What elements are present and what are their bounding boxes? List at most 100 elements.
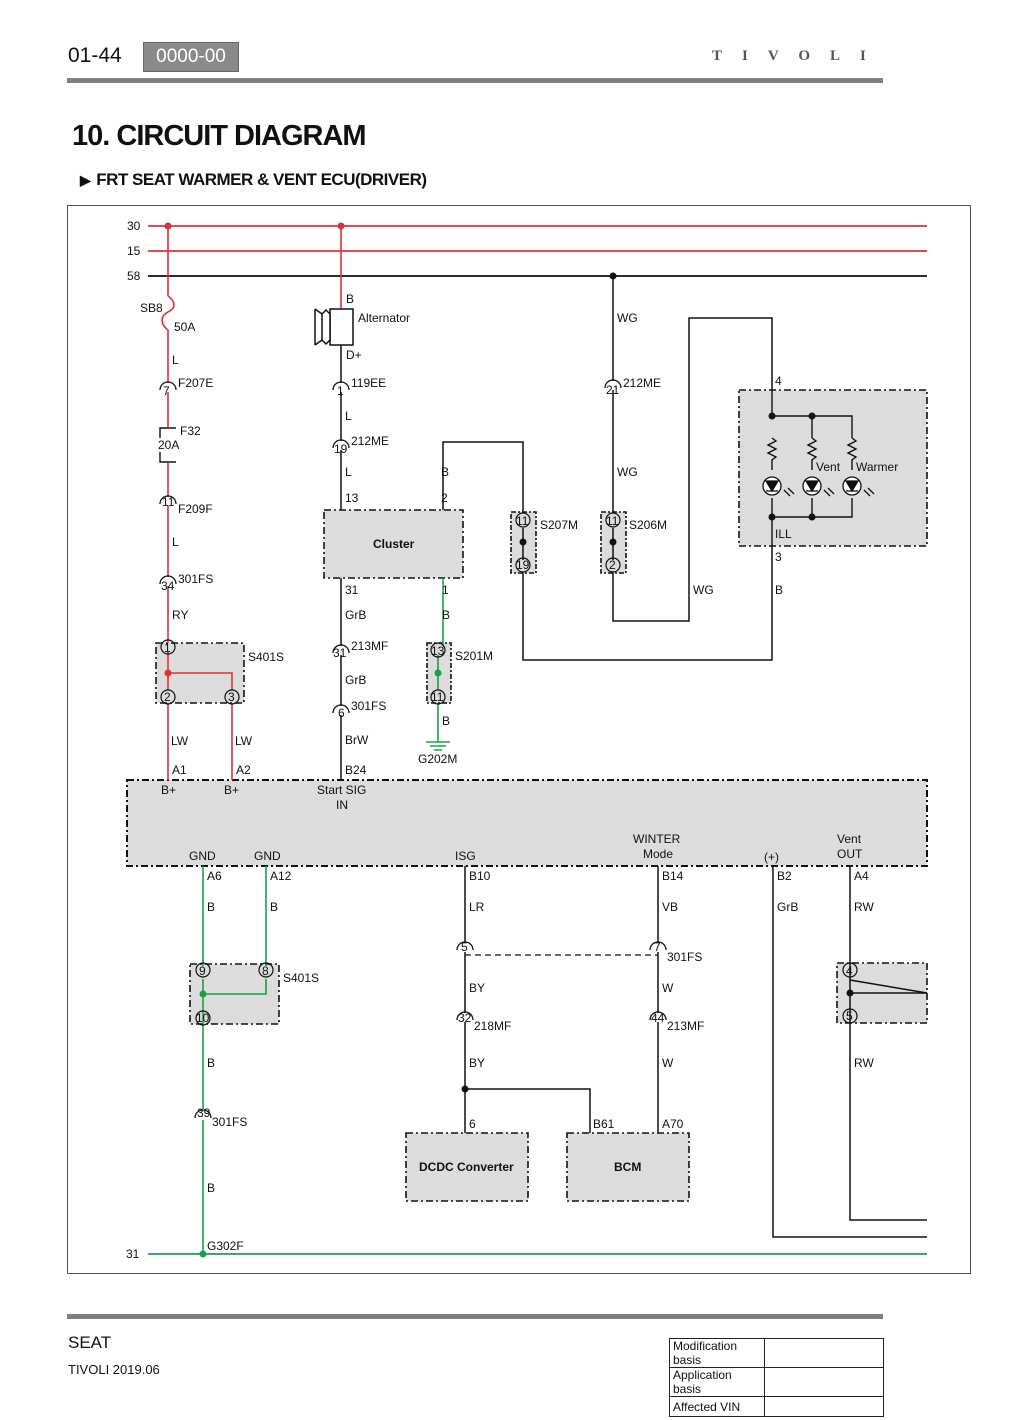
- wire-color-b-a6: B: [207, 900, 215, 914]
- wire-color-b-cluster: B: [441, 465, 449, 479]
- cluster-pin-2: 2: [441, 491, 448, 505]
- modification-basis-value: [764, 1338, 884, 1368]
- wire-color-b-g202m: B: [442, 714, 450, 728]
- rail-58-label: 58: [127, 269, 141, 283]
- switch-pin-4: 4: [775, 374, 782, 388]
- connector-213mf-a: 213MF: [351, 639, 388, 653]
- switch-ill-label: ILL: [775, 527, 792, 541]
- wire-color-l1: L: [172, 353, 179, 367]
- junction-sw-2: [808, 412, 816, 420]
- ground-g202m-label: G202M: [418, 752, 457, 766]
- pin-s207m-19: 19: [516, 558, 530, 572]
- alternator-icon: [314, 308, 354, 346]
- wire-color-grb1: GrB: [345, 608, 366, 622]
- switch-warmer-label: Warmer: [856, 460, 898, 474]
- ecu-bplus-2: B+: [224, 783, 239, 797]
- pin-s401s-1: 1: [164, 641, 171, 655]
- footer-system: SEAT: [68, 1333, 112, 1352]
- ecu-start-sig: Start SIG: [317, 783, 366, 797]
- junction-s401s-green: [199, 990, 207, 998]
- bcm-label: BCM: [614, 1160, 641, 1174]
- wire-color-lw2: LW: [235, 734, 253, 748]
- dcdc-converter-module: [405, 1132, 529, 1202]
- wire-color-w2: W: [662, 1056, 674, 1070]
- diagram-frame: [67, 205, 971, 1274]
- wire-color-wg3: WG: [693, 583, 714, 597]
- connector-s201m-label: S201M: [455, 649, 493, 663]
- subtitle-text: FRT SEAT WARMER & VENT ECU(DRIVER): [96, 170, 427, 189]
- pin-b14: B14: [662, 869, 684, 883]
- header-rule: [67, 78, 883, 83]
- ground-g202m-icon: [426, 741, 450, 751]
- connector-301fs-a: 301FS: [178, 572, 213, 586]
- ground-g302f-label: G302F: [207, 1239, 244, 1253]
- junction-sw-3: [768, 513, 776, 521]
- pin-5-301fs: 5: [461, 940, 468, 954]
- ecu-bplus-1: B+: [161, 783, 176, 797]
- wire-color-ry: RY: [172, 608, 188, 622]
- connector-213mf-b: 213MF: [667, 1019, 704, 1033]
- junction-s206m: [609, 538, 617, 546]
- signal-wires: [340, 276, 928, 1238]
- wire-color-b-s401s: B: [207, 1056, 215, 1070]
- pin-s201m-13: 13: [431, 644, 445, 658]
- alternator-b-label: B: [346, 292, 354, 306]
- modification-table: Modification basis Application basis Aff…: [669, 1338, 884, 1417]
- pin-circles: [160, 512, 858, 1026]
- rail-15-label: 15: [127, 244, 141, 258]
- cluster-pin-13: 13: [345, 491, 359, 505]
- junction-s401s-red: [164, 669, 172, 677]
- connector-212me-b: 212ME: [623, 376, 661, 390]
- pin-7: 7: [163, 384, 170, 398]
- wire-color-by1: BY: [469, 981, 485, 995]
- connector-212me-a: 212ME: [351, 434, 389, 448]
- pin-a1: A1: [172, 763, 187, 777]
- junction-58: [609, 272, 617, 280]
- switch-pin-3: 3: [775, 550, 782, 564]
- ecu-start-in: IN: [336, 798, 348, 812]
- cluster-pin-31: 31: [345, 583, 359, 597]
- table-row: Modification basis: [669, 1338, 884, 1368]
- affected-vin-label: Affected VIN: [669, 1396, 765, 1417]
- junction-30-fuse: [164, 222, 172, 230]
- pin-s206m-11: 11: [606, 514, 619, 528]
- pin-44-213mf: 44: [651, 1011, 665, 1025]
- pin-a2: A2: [236, 763, 251, 777]
- pin-19-212me: 19: [334, 442, 348, 456]
- indicator-led-icons: [762, 476, 875, 497]
- wire-color-lr: LR: [469, 900, 485, 914]
- alternator-dplus-label: D+: [346, 348, 362, 362]
- wire-color-rw1: RW: [854, 900, 874, 914]
- pin-s207m-11: 11: [516, 514, 529, 528]
- wire-color-rw2: RW: [854, 1056, 874, 1070]
- wire-color-grb2: GrB: [345, 673, 366, 687]
- wire-color-b-g302f: B: [207, 1181, 215, 1195]
- junction-30-alt: [337, 222, 345, 230]
- wire-color-l4: L: [345, 465, 352, 479]
- brand-name: TIVOLI: [712, 48, 886, 64]
- ecu-gnd-1: GND: [189, 849, 216, 863]
- wire-color-vb: VB: [662, 900, 678, 914]
- ground-wires: [202, 578, 444, 1254]
- junction-s201m: [434, 669, 442, 677]
- rail-31-label: 31: [126, 1247, 140, 1261]
- alternator-label: Alternator: [358, 311, 410, 325]
- pin-21-212me: 21: [606, 383, 620, 397]
- page-number: 01-44: [68, 44, 122, 67]
- pin-s401s-8: 8: [262, 964, 269, 978]
- connector-301fs-c: 301FS: [667, 950, 702, 964]
- pin-b2: B2: [777, 869, 792, 883]
- ecu-gnd-2: GND: [254, 849, 281, 863]
- connector-f209f: F209F: [178, 502, 213, 516]
- pin-a12: A12: [270, 869, 292, 883]
- pin-s401s-9: 9: [199, 964, 206, 978]
- section-code: 0000-00: [143, 42, 239, 72]
- ecu-vent-out: OUT: [837, 847, 863, 861]
- application-basis-value: [764, 1367, 884, 1397]
- modification-basis-label: Modification basis: [669, 1338, 765, 1368]
- junction-s4-5: [846, 989, 854, 997]
- circuit-diagram: 30 15 58 31 SB8 50A L 7 F207E F32 20A 11…: [126, 219, 928, 1261]
- ecu-plus: (+): [764, 850, 779, 864]
- table-row: Application basis: [669, 1367, 884, 1397]
- pin-s201m-11: 11: [431, 690, 444, 704]
